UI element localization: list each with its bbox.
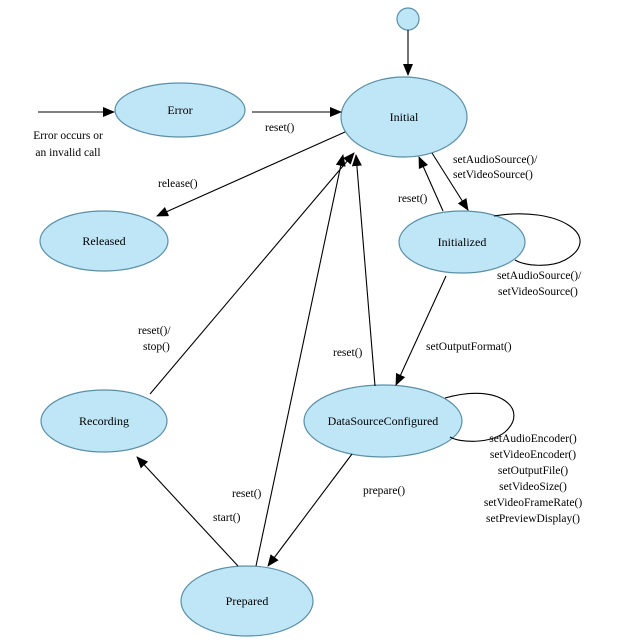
label-dsc-self-1: setAudioEncoder() [489,433,577,445]
label-error-note-line1: Error occurs or [33,130,103,142]
edge-prepared-to-initial [255,154,346,567]
edge-initialized-self-loop [493,213,581,266]
label-set-source-2-line2: setVideoSource() [498,286,578,298]
state-initialized-label: Initialized [438,235,487,249]
label-dsc-self-5: setVideoFrameRate() [484,497,582,509]
label-initialized-reset: reset() [398,193,428,205]
edge-prepared-to-recording [136,456,239,567]
label-set-source-1-line1: setAudioSource()/ [453,154,538,166]
state-error-label: Error [167,103,192,117]
state-datasourceconfigured-label: DataSourceConfigured [328,414,439,428]
start-node [396,7,420,31]
state-released: Released [39,210,169,272]
state-initial-label: Initial [390,110,419,124]
label-error-note-line2: an invalid call [35,147,100,159]
edge-initialized-to-initial [418,156,444,212]
label-dsc-self-6: setPreviewDisplay() [486,513,580,525]
state-released-label: Released [82,234,125,248]
state-recording-label: Recording [79,414,129,428]
state-prepared: Prepared [180,565,314,637]
edge-initial-to-released [156,131,346,217]
label-release: release() [158,178,198,190]
state-initial: Initial [340,76,468,158]
state-error: Error [114,82,246,138]
label-recording-reset-stop-line2: stop() [143,341,170,353]
edge-datasourceconfigured-self-loop [444,392,515,442]
label-dsc-self-2: setVideoEncoder() [490,449,576,461]
label-recording-reset-stop-line1: reset()/ [138,325,171,337]
label-start: start() [213,512,241,524]
edge-recording-to-initial [149,152,355,395]
state-prepared-label: Prepared [226,594,269,608]
edge-initial-to-initialized [431,152,469,211]
label-set-output-format: setOutputFormat() [426,341,512,353]
label-error-reset: reset() [265,122,295,134]
edge-initialized-to-datasourceconfigured [395,275,447,386]
state-initialized: Initialized [398,210,526,274]
label-prepared-reset: reset() [232,488,262,500]
label-dsc-reset: reset() [333,347,363,359]
edge-datasourceconfigured-to-prepared [267,453,353,567]
state-datasourceconfigured: DataSourceConfigured [303,384,463,458]
label-prepare: prepare() [363,485,405,497]
label-set-source-2-line1: setAudioSource()/ [497,270,582,282]
label-dsc-self-3: setOutputFile() [498,465,568,477]
edge-datasourceconfigured-to-initial [351,154,376,387]
label-dsc-self-4: setVideoSize() [499,481,567,493]
state-recording: Recording [40,389,168,453]
label-set-source-1-line2: setVideoSource() [453,169,533,181]
